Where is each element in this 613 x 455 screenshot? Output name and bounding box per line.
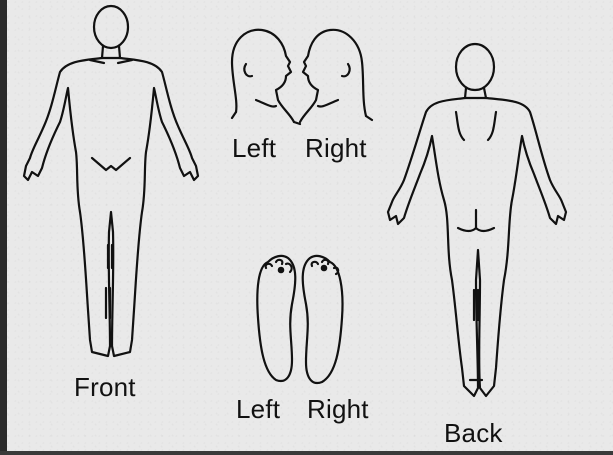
left-jaw-line bbox=[256, 100, 276, 107]
right-head-outline bbox=[300, 30, 366, 122]
front-body-figure bbox=[24, 6, 198, 356]
left-ear bbox=[244, 64, 252, 76]
right-jaw-line bbox=[318, 100, 338, 107]
right-shoulder-stub bbox=[366, 116, 372, 120]
back-body-outline bbox=[388, 98, 566, 396]
foot-right-label: Right bbox=[307, 394, 369, 425]
head-left-label: Left bbox=[232, 133, 276, 164]
front-groin-lines bbox=[92, 158, 130, 170]
left-foot-outline bbox=[257, 256, 295, 381]
right-ear bbox=[342, 64, 350, 76]
left-foot-mark bbox=[279, 268, 283, 272]
front-shin-mark bbox=[106, 288, 110, 318]
right-foot-outline bbox=[303, 256, 343, 383]
front-collarbones bbox=[90, 60, 132, 63]
right-foot-mark bbox=[322, 266, 326, 270]
right-foot-sole bbox=[303, 256, 343, 383]
front-head bbox=[94, 6, 128, 48]
head-right-label: Right bbox=[305, 133, 367, 164]
left-shoulder-stubs bbox=[232, 112, 300, 124]
left-head-outline bbox=[232, 30, 294, 122]
back-head bbox=[456, 44, 494, 90]
right-head-profile bbox=[300, 30, 372, 122]
foot-left-label: Left bbox=[236, 394, 280, 425]
back-right-scapula bbox=[488, 112, 496, 140]
back-body-figure bbox=[388, 44, 566, 396]
back-left-scapula bbox=[456, 112, 464, 140]
left-head-profile bbox=[232, 30, 300, 124]
back-label: Back bbox=[444, 418, 503, 449]
left-foot-sole bbox=[257, 256, 295, 381]
front-label: Front bbox=[74, 372, 136, 403]
front-knee-mark bbox=[108, 245, 112, 268]
